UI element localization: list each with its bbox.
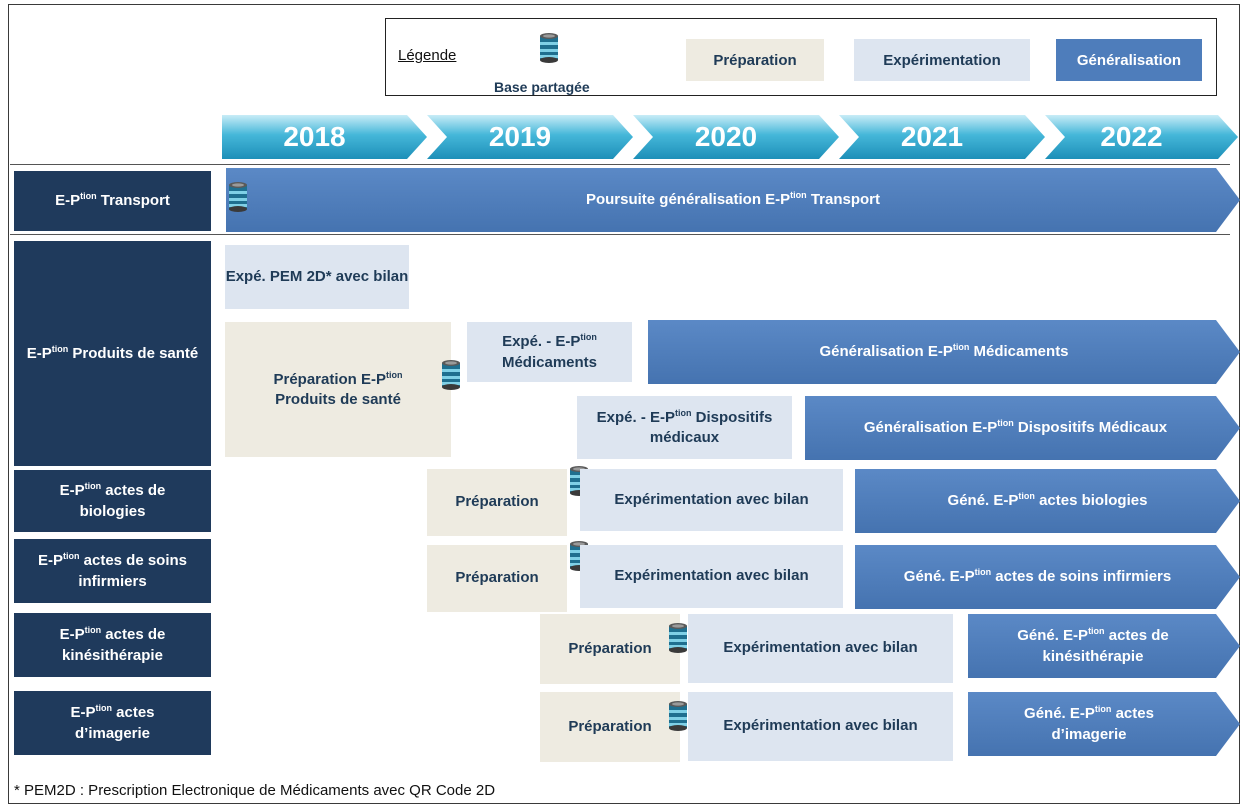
legend-experimentation: Expérimentation [854,39,1030,81]
legend-generalisation: Généralisation [1056,39,1202,81]
legend: Légende Base partagée Préparation Expéri… [385,18,1217,96]
year-label: 2022 [1100,121,1163,152]
legend-base-label: Base partagée [494,79,590,95]
row-label-biologies: E-Ption actes de biologies [14,470,211,532]
database-icon [228,182,248,212]
bar-expe-dispositifs-medicaux: Expé. - E-Ption Dispositifs médicaux [577,396,792,459]
legend-preparation: Préparation [686,39,824,81]
year-arrow-2019: 2019 [427,115,633,159]
bar-expe-pem-2d: Expé. PEM 2D* avec bilan [225,245,409,309]
row-label-transport: E-Ption Transport [14,171,211,231]
database-icon [668,623,688,653]
year-label: 2018 [283,121,346,152]
bar-preparation-produits-sante: Préparation E-Ption Produits de santé [225,322,451,457]
separator [10,164,1230,165]
bar-preparation-kinesitherapie: Préparation [540,614,680,684]
footnote: * PEM2D : Prescription Electronique de M… [14,782,496,799]
bar-preparation-biologies: Préparation [427,469,567,536]
bar-generalisation-soins-infirmiers: Géné. E-Ption actes de soins infirmiers [855,545,1240,609]
row-label-produits-sante: E-Ption Produits de santé [14,241,211,466]
bar-experimentation-imagerie: Expérimentation avec bilan [688,692,953,761]
year-label: 2021 [900,121,964,152]
bar-generalisation-kinesitherapie: Géné. E-Ption actes de kinésithérapie [968,614,1240,678]
database-icon [668,701,688,731]
database-icon [441,360,461,390]
year-label: 2019 [488,121,552,152]
year-arrow-2021: 2021 [839,115,1045,159]
row-label-soins-infirmiers: E-Ption actes de soins infirmiers [14,539,211,603]
bar-generalisation-medicaments: Généralisation E-Ption Médicaments [648,320,1240,384]
database-icon [539,33,559,63]
row-label-kinesitherapie: E-Ption actes de kinésithérapie [14,613,211,677]
bar-preparation-soins-infirmiers: Préparation [427,545,567,612]
bar-experimentation-soins-infirmiers: Expérimentation avec bilan [580,545,843,608]
bar-generalisation-biologies: Géné. E-Ption actes biologies [855,469,1240,533]
diagram-frame [8,4,1240,804]
bar-transport-generalisation: Poursuite généralisation E-Ption Transpo… [226,168,1240,232]
bar-preparation-imagerie: Préparation [540,692,680,762]
bar-experimentation-biologies: Expérimentation avec bilan [580,469,843,531]
bar-expe-medicaments: Expé. - E-Ption Médicaments [467,322,632,382]
year-arrow-2020: 2020 [633,115,839,159]
row-label-imagerie: E-Ption actes d’imagerie [14,691,211,755]
year-arrow-2022: 2022 [1045,115,1238,159]
bar-experimentation-kinesitherapie: Expérimentation avec bilan [688,614,953,683]
bar-generalisation-dispositifs-medicaux: Généralisation E-Ption Dispositifs Médic… [805,396,1240,460]
separator [10,234,1230,235]
legend-title: Légende [398,47,457,64]
year-label: 2020 [694,121,758,152]
year-arrow-2018: 2018 [222,115,427,159]
bar-generalisation-imagerie: Géné. E-Ption actes d’imagerie [968,692,1240,756]
